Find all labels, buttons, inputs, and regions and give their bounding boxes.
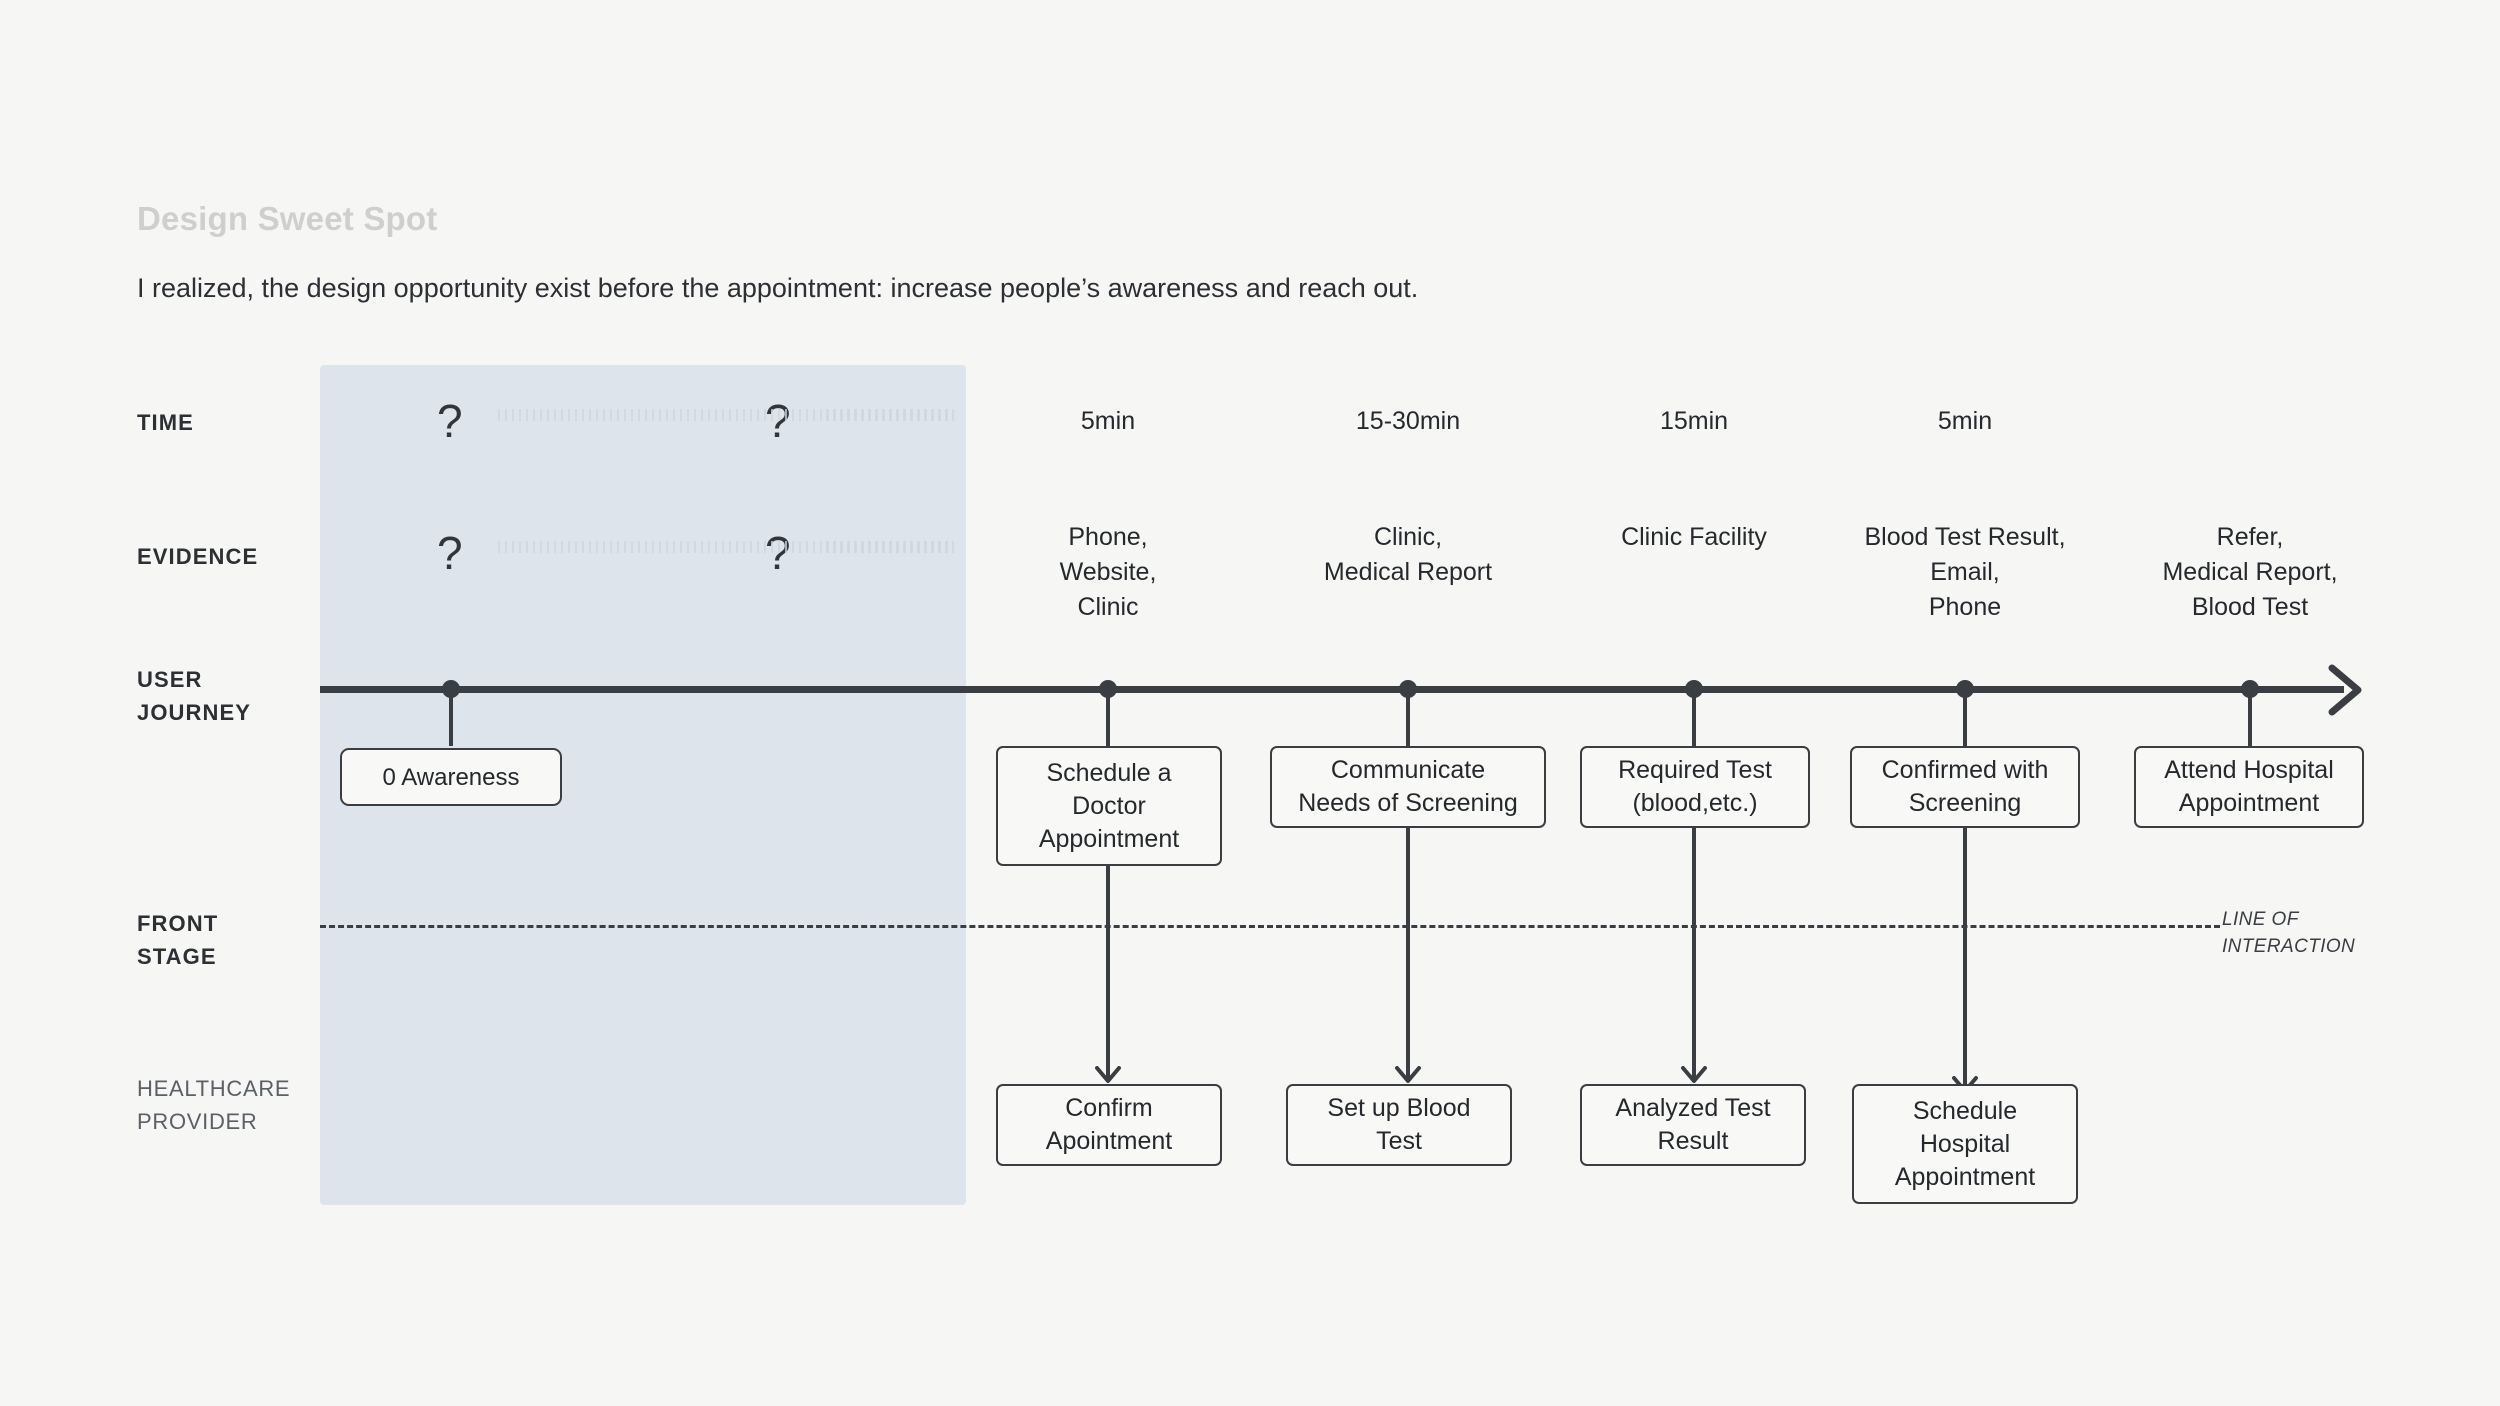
time-cell-confirmed-screening: 5min — [1937, 407, 1993, 435]
evidence-cell-required-test: Clinic Facility — [1621, 523, 1767, 551]
connector-schedule-appointment — [1106, 689, 1110, 746]
provider-box-set-up-blood-test[interactable]: Set up Blood Test — [1286, 1084, 1512, 1166]
placeholder-dots-time-2 — [826, 409, 954, 421]
journey-box-confirmed-screening[interactable]: Confirmed with Screening — [1850, 746, 2080, 828]
connector-communicate-needs — [1406, 689, 1410, 746]
unknown-marker-evidence-1: ? — [437, 527, 463, 579]
handoff-line-required-test — [1692, 828, 1696, 1082]
provider-box-analyzed-test-result[interactable]: Analyzed Test Result — [1580, 1084, 1806, 1166]
handoff-arrow-schedule-appointment-icon — [1095, 1066, 1121, 1083]
connector-confirmed-screening — [1963, 689, 1967, 746]
evidence-cell-attend-hospital: Refer, Medical Report, Blood Test — [2162, 523, 2338, 621]
row-label-evidence: EVIDENCE — [137, 544, 259, 569]
placeholder-dots-evidence-2 — [826, 541, 954, 553]
provider-box-confirm-appointment[interactable]: Confirm Apointment — [996, 1084, 1222, 1166]
time-cell-required-test: 15min — [1659, 407, 1729, 435]
user-journey-axis — [320, 686, 2344, 693]
journey-box-awareness[interactable]: 0 Awareness — [340, 748, 562, 806]
evidence-cell-communicate-needs: Clinic, Medical Report — [1323, 523, 1493, 586]
connector-attend-hospital — [2248, 689, 2252, 746]
handoff-arrow-communicate-needs-icon — [1395, 1066, 1421, 1083]
connector-required-test — [1692, 689, 1696, 746]
unknown-marker-time-2: ? — [765, 395, 791, 447]
row-label-front-stage: FRONT STAGE — [137, 911, 219, 969]
evidence-cell-confirmed-screening: Blood Test Result, Email, Phone — [1864, 523, 2066, 621]
handoff-line-communicate-needs — [1406, 828, 1410, 1082]
row-label-healthcare-provider: HEALTHCARE PROVIDER — [137, 1076, 291, 1134]
journey-box-attend-hospital[interactable]: Attend Hospital Appointment — [2134, 746, 2364, 828]
journey-box-schedule-appointment[interactable]: Schedule a Doctor Appointment — [996, 746, 1222, 866]
line-of-interaction — [320, 925, 2220, 928]
handoff-line-schedule-appointment — [1106, 866, 1110, 1082]
row-label-time: TIME — [137, 410, 194, 435]
evidence-cell-schedule-appointment: Phone, Website, Clinic — [1059, 523, 1157, 621]
unknown-marker-time-1: ? — [437, 395, 463, 447]
line-of-interaction-label: LINE OF INTERACTION — [2222, 909, 2356, 957]
unknown-marker-evidence-2: ? — [765, 527, 791, 579]
handoff-line-confirmed-screening — [1963, 828, 1967, 1092]
connector-awareness — [449, 689, 453, 746]
row-label-user-journey: USER JOURNEY — [137, 667, 252, 725]
axis-arrow-icon — [2328, 664, 2362, 716]
page-subtitle: I realized, the design opportunity exist… — [137, 273, 1419, 303]
journey-box-communicate-needs[interactable]: Communicate Needs of Screening — [1270, 746, 1546, 828]
journey-box-required-test[interactable]: Required Test (blood,etc.) — [1580, 746, 1810, 828]
provider-box-schedule-hospital[interactable]: Schedule Hospital Appointment — [1852, 1084, 2078, 1204]
time-cell-schedule-appointment: 5min — [1080, 407, 1136, 435]
time-cell-communicate-needs: 15-30min — [1355, 407, 1461, 435]
handoff-arrow-required-test-icon — [1681, 1066, 1707, 1083]
page-title: Design Sweet Spot — [137, 200, 438, 237]
